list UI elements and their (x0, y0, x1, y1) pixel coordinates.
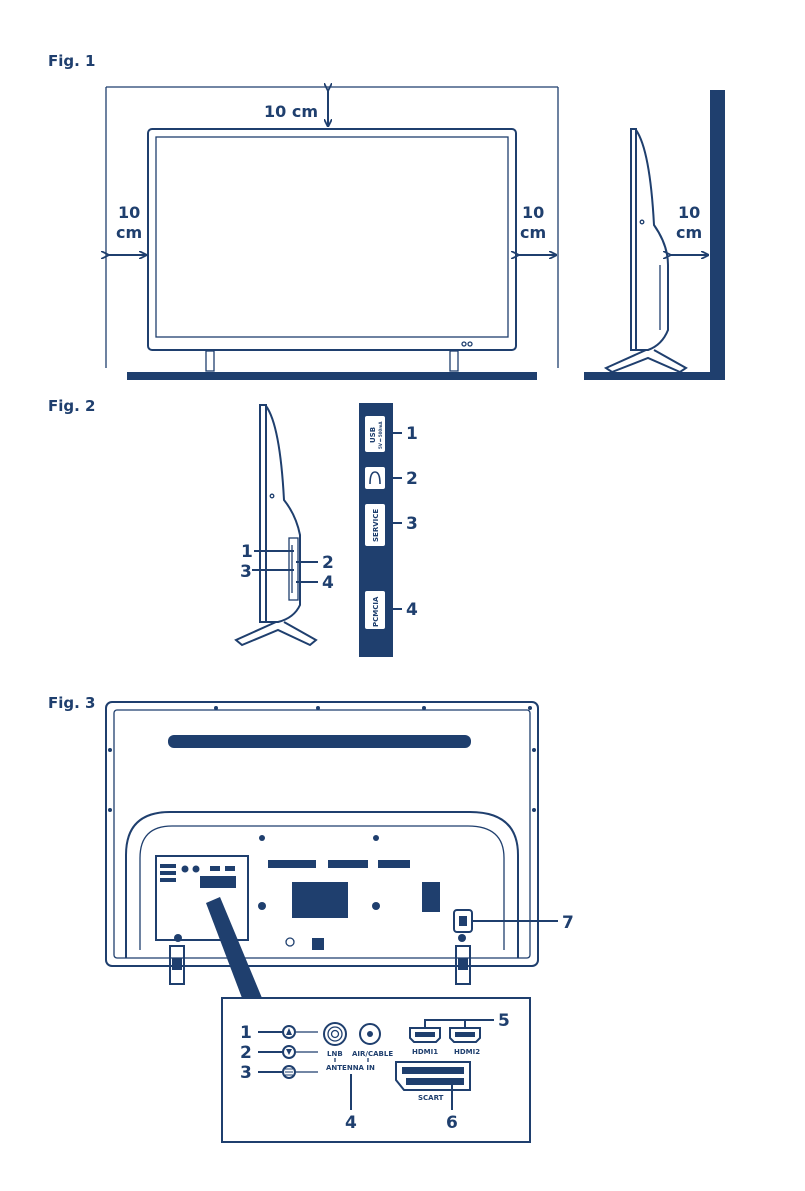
inset-callout-6: 6 (446, 1113, 458, 1133)
tv-front-view (148, 129, 516, 371)
top-clearance-label: 10 cm (264, 102, 318, 121)
scart-port (396, 1062, 470, 1090)
wall-clearance-value: 10 (678, 203, 700, 222)
figure-2: Fig. 2 1 2 3 4 USB 5V ⎓ 500mA (48, 397, 418, 657)
inset-callout-2: 2 (240, 1043, 252, 1063)
strip-callout-1: 1 (406, 424, 418, 444)
strip-callout-3: 3 (406, 514, 418, 534)
side-callout-2: 2 (322, 553, 334, 573)
top-clearance-dimension: 10 cm (264, 90, 328, 126)
right-clearance-unit: cm (520, 223, 546, 242)
inset-callout-3: 3 (240, 1063, 252, 1083)
wall (710, 90, 725, 380)
rear-tab-block (422, 882, 440, 912)
antenna-in-label: ANTENNA IN (326, 1064, 375, 1072)
figure-3-title: Fig. 3 (48, 694, 95, 712)
zoom-wedge (206, 897, 262, 998)
triangle-up-icon (286, 1028, 292, 1035)
floor-bar (127, 372, 537, 380)
lnb-coax-connector (324, 1023, 346, 1045)
rear-vent-slot (168, 735, 471, 748)
inset-callout-4: 4 (345, 1113, 357, 1133)
rear-label-block (292, 882, 348, 918)
tv-rear-view: 7 (106, 702, 574, 984)
figure-1-title: Fig. 1 (48, 52, 95, 70)
air-cable-label: AIR/CABLE (352, 1050, 393, 1058)
figure-1: Fig. 1 10 cm 10 cm (48, 52, 725, 380)
bars-icon (285, 1069, 293, 1075)
vent-grid-1 (268, 860, 316, 868)
scart-label: SCART (418, 1094, 444, 1102)
figure-3: Fig. 3 (48, 694, 574, 1142)
strip-callout-2: 2 (406, 469, 418, 489)
right-clearance-dimension: 10 cm (518, 203, 556, 255)
side-callout-4: 4 (322, 573, 334, 593)
vent-grid-2 (328, 860, 368, 868)
left-clearance-value: 10 (118, 203, 140, 222)
hdmi1-label: HDMI1 (412, 1048, 438, 1056)
pcmcia-slot-label: PCMCIA (372, 596, 380, 627)
service-port-label: SERVICE (372, 509, 380, 542)
lnb-label: LNB (327, 1050, 343, 1058)
left-clearance-unit: cm (116, 223, 142, 242)
figure-2-title: Fig. 2 (48, 397, 95, 415)
side-callout-3: 3 (240, 562, 252, 582)
right-clearance-value: 10 (522, 203, 544, 222)
tv-side-view-wall: 10 cm (584, 90, 725, 380)
inset-callout-5: 5 (498, 1011, 510, 1031)
wall-clearance-unit: cm (676, 223, 702, 242)
vent-grid-3 (378, 860, 410, 868)
strip-callout-4: 4 (406, 600, 418, 620)
usb-port-spec: 5V ⎓ 500mA (378, 421, 383, 449)
side-callout-1: 1 (241, 542, 253, 562)
floor-bar-side (584, 372, 725, 380)
usb-port-label: USB (369, 427, 377, 443)
left-clearance-dimension: 10 cm (108, 203, 146, 255)
tv-side-view-ports: 1 2 3 4 (236, 405, 334, 645)
rear-callout-7: 7 (562, 913, 574, 933)
inset-callout-1: 1 (240, 1023, 252, 1043)
side-port-strip: USB 5V ⎓ 500mA SERVICE PCMCIA 1 2 3 4 (359, 403, 418, 657)
hdmi2-label: HDMI2 (454, 1048, 480, 1056)
connector-inset: 1 2 3 LNB AIR/CABLE ANTENNA IN 4 HDMI1 H… (222, 998, 530, 1142)
triangle-down-icon (286, 1049, 292, 1055)
headphone-port (365, 467, 385, 489)
